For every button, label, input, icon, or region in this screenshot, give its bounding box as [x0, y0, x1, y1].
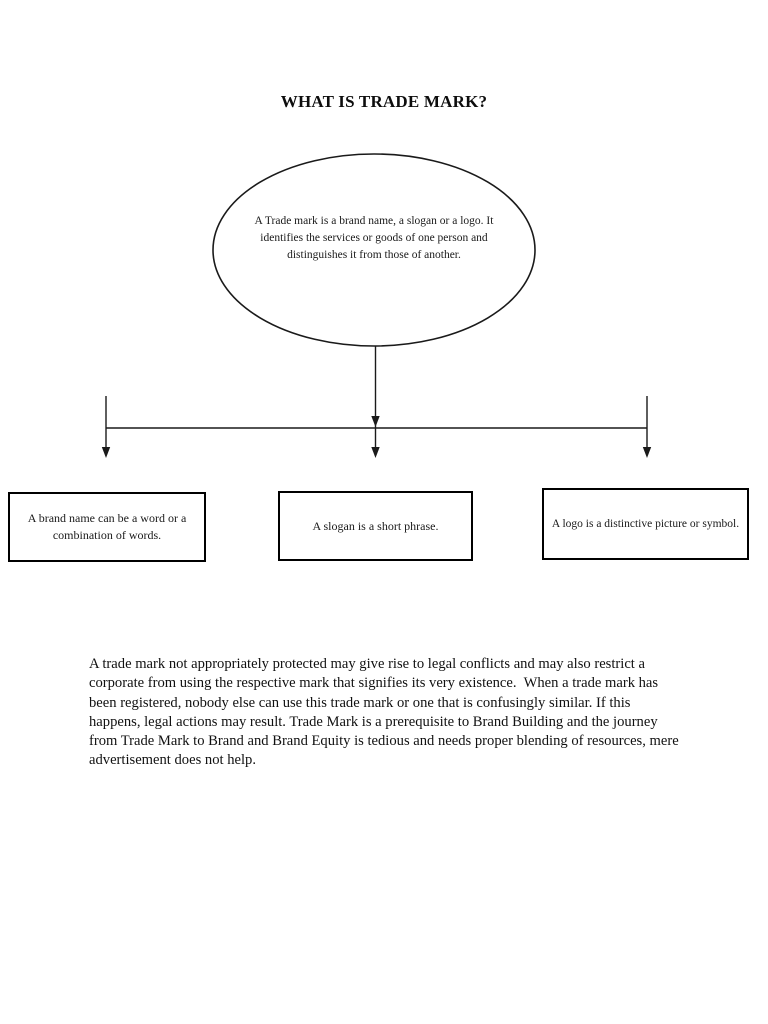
box-logo-label: A logo is a distinctive picture or symbo… — [551, 517, 740, 530]
box-slogan: A slogan is a short phrase. — [278, 491, 473, 561]
arrowhead-right-icon — [642, 447, 652, 458]
trademark-ellipse-shape — [212, 153, 536, 347]
page-title: WHAT IS TRADE MARK? — [280, 92, 488, 111]
ellipse-node-text: A Trade mark is a brand name, a slogan o… — [254, 215, 494, 261]
box-brand-name: A brand name can be a word or a combinat… — [8, 492, 206, 562]
box-brand-name-label: A brand name can be a word or a combinat… — [27, 511, 187, 542]
arrowhead-center-mid-icon — [371, 416, 380, 427]
box-logo: A logo is a distinctive picture or symbo… — [542, 488, 749, 560]
arrowhead-left-icon — [101, 447, 111, 458]
box-slogan-label: A slogan is a short phrase. — [312, 518, 439, 533]
body-paragraph: A trade mark not appropriately protected… — [89, 656, 683, 769]
arrowhead-center-bottom-icon — [371, 447, 380, 458]
